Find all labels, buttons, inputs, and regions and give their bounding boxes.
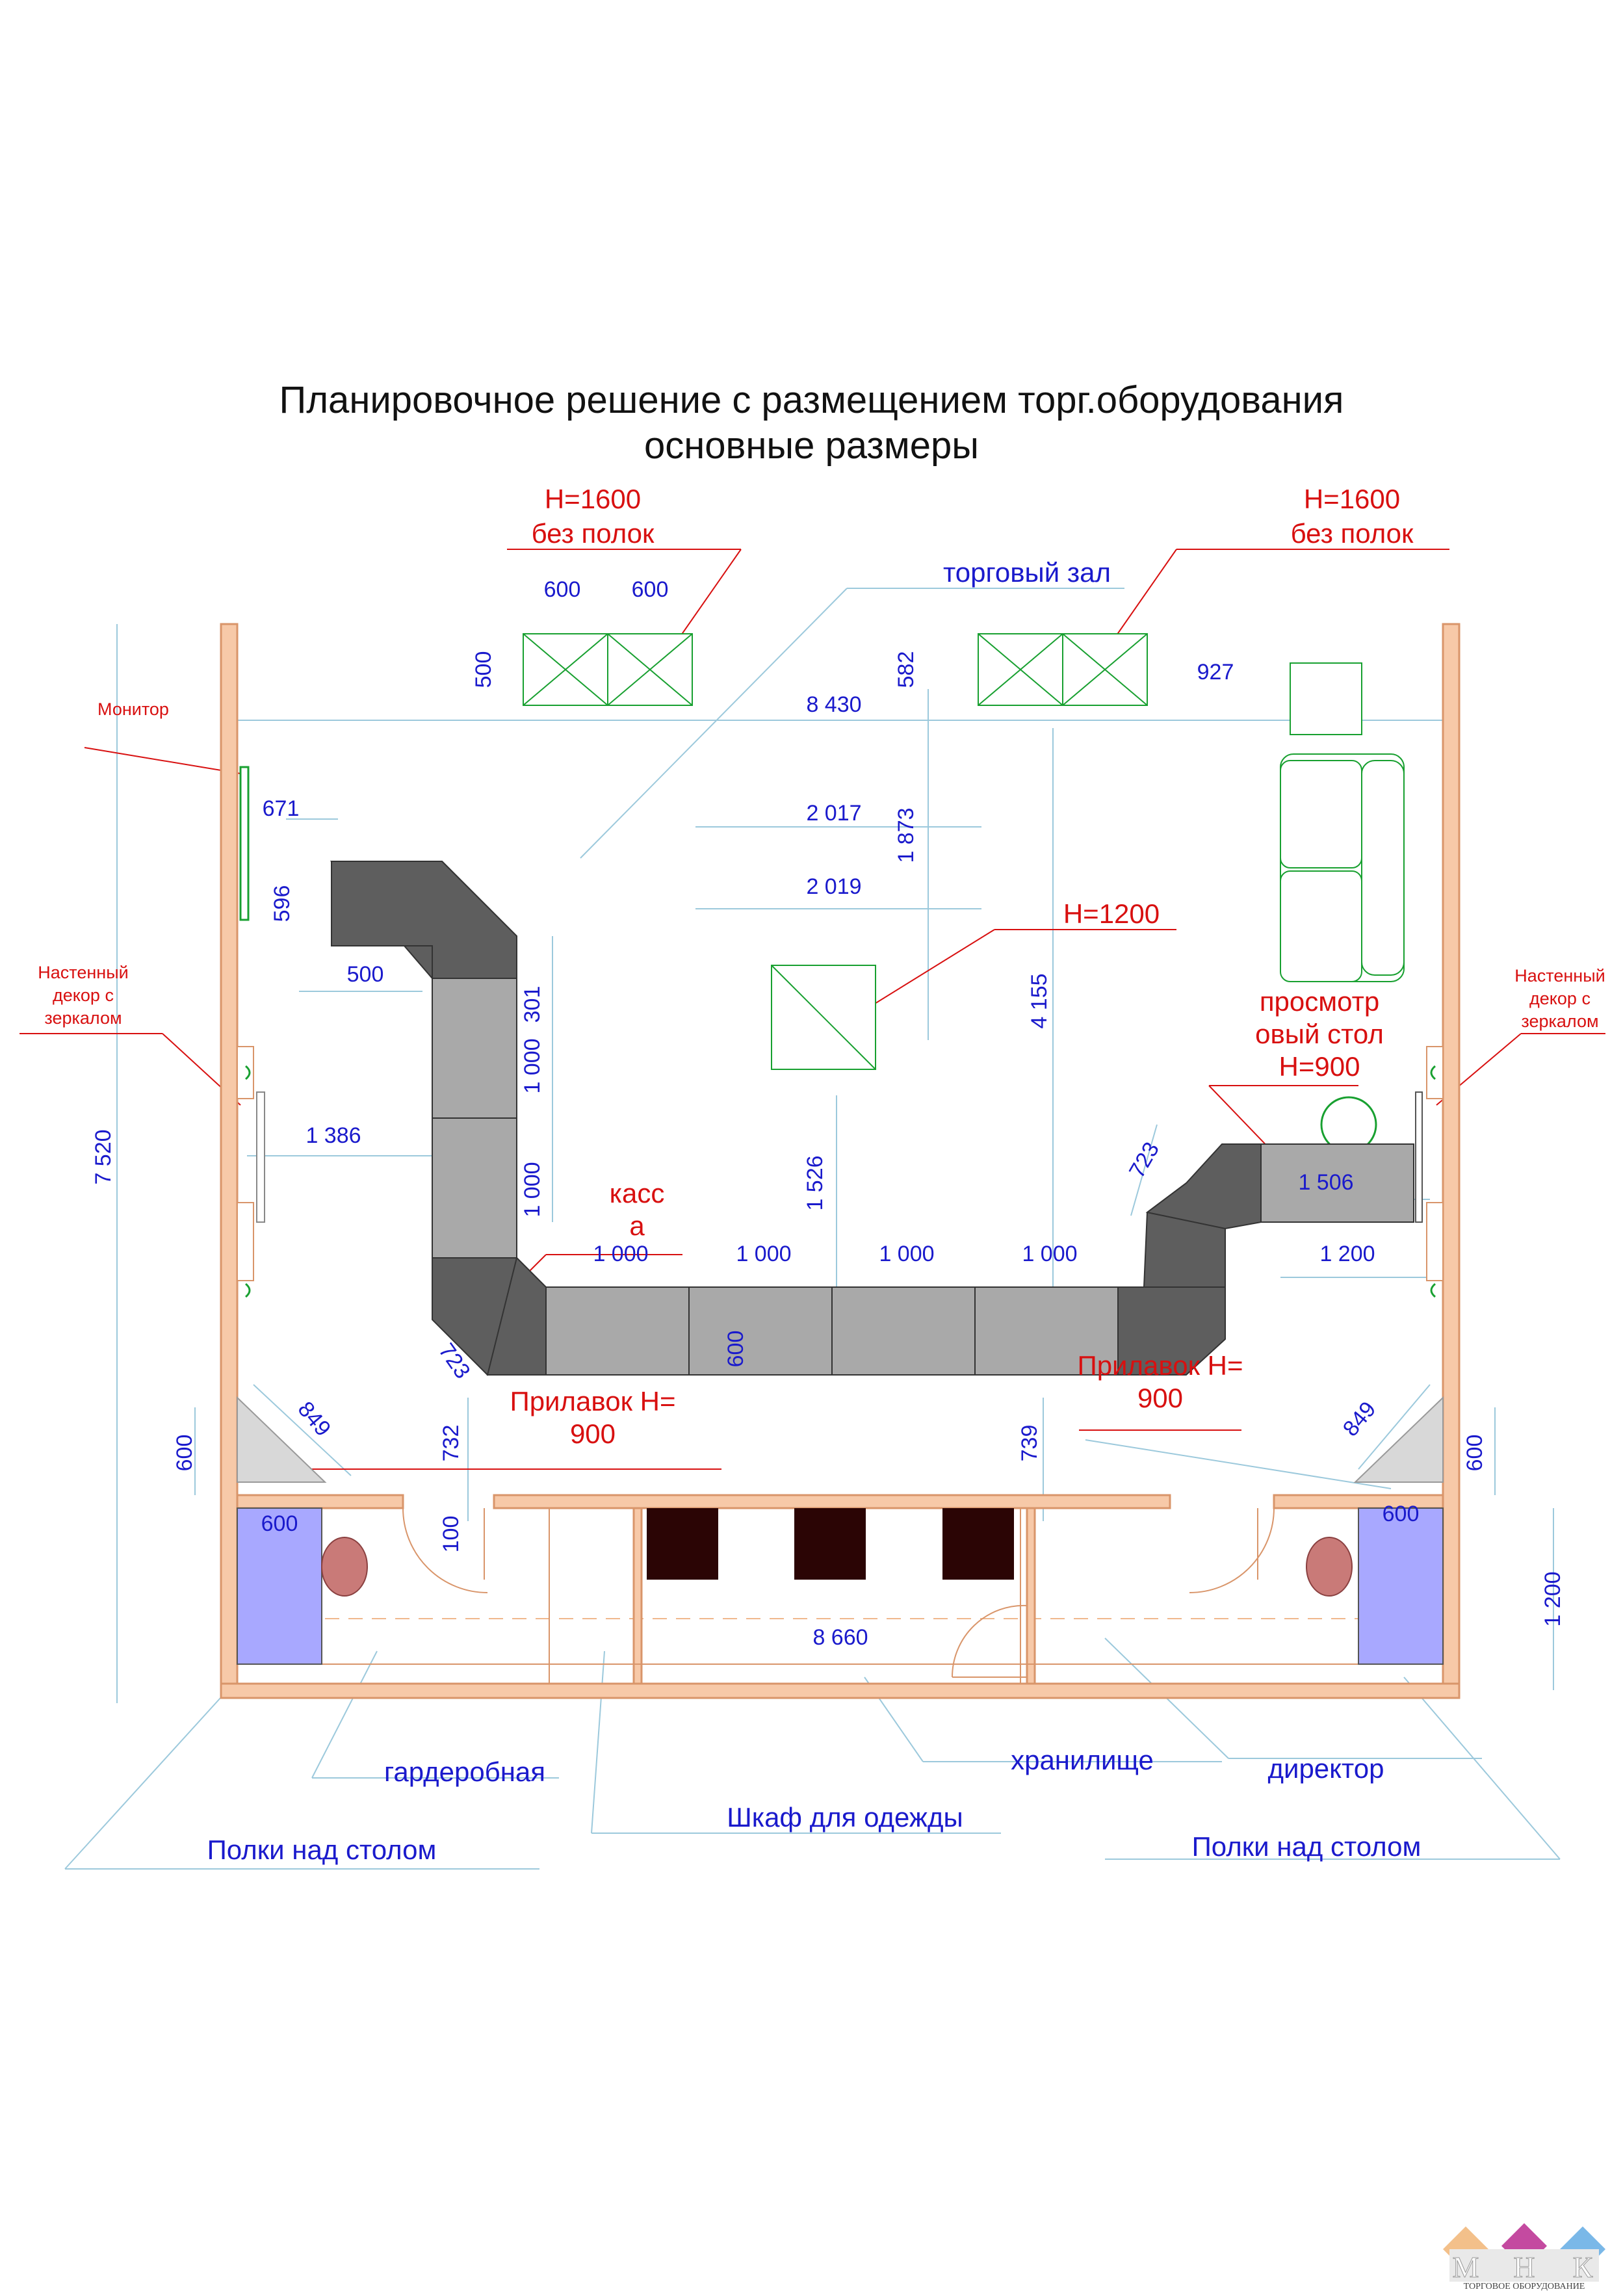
label-cash-1: касс [610,1178,665,1208]
label-director: директор [1267,1753,1384,1784]
dim-8660: 8 660 [812,1625,868,1650]
company-logo: М Н К [1443,2223,1605,2284]
logo-subtitle: ТОРГОВОЕ ОБОРУДОВАНИЕ [1463,2282,1585,2291]
label-monitor: Монитор [97,699,169,719]
label-decor-right-3: зеркалом [1521,1011,1598,1031]
corner-right [1353,1396,1444,1483]
small-red-annotations: Монитор Настенный декор с зеркалом Насте… [38,699,1605,1031]
dim-1000-h1: 1 000 [593,1242,648,1266]
label-decor-left-2: декор с [53,985,114,1005]
desk-left [237,1507,322,1665]
label-counter-left-2: 900 [570,1418,616,1449]
dim-500-b: 500 [347,962,384,987]
dim-2019: 2 019 [806,874,861,899]
label-shelves-left: Полки над столом [207,1834,437,1865]
logo-letter-2: Н [1513,2250,1535,2284]
dim-1200-v: 1 200 [1540,1571,1565,1626]
label-counter-right-1: Прилавок H= [1078,1350,1243,1381]
label-counter-left-1: Прилавок H= [510,1386,676,1416]
dim-8430: 8 430 [806,692,861,717]
interior-lines [237,1507,1443,1684]
dim-723-right: 723 [1124,1138,1164,1182]
dim-100: 100 [439,1516,463,1553]
dim-927: 927 [1197,660,1234,685]
dim-500: 500 [471,651,496,688]
rack-crosses [523,633,1148,706]
label-closet: Шкаф для одежды [727,1802,963,1833]
label-viewing-table-2: овый стол [1255,1019,1384,1049]
dim-301: 301 [520,986,545,1023]
dim-1200-h: 1 200 [1319,1242,1375,1266]
dim-1506: 1 506 [1298,1170,1353,1195]
label-cash-2: а [629,1210,645,1241]
label-decor-left-3: зеркалом [44,1008,122,1028]
dim-849-right: 849 [1338,1397,1381,1441]
desk-right [1358,1507,1444,1665]
label-wardrobe-room: гардеробная [384,1756,545,1787]
dim-600-left: 600 [172,1435,197,1472]
dim-671: 671 [263,796,300,821]
dimensions: 600 600 500 582 927 8 430 671 2 017 1 87… [91,577,1565,1650]
dim-1000-h4: 1 000 [1022,1242,1077,1266]
dim-1873: 1 873 [894,807,918,863]
dim-596: 596 [270,885,294,922]
mirror-left [256,1091,265,1223]
side-table [1290,662,1362,735]
mirror-right [1415,1091,1423,1223]
dim-4155: 4 155 [1027,973,1052,1028]
label-counter-right-2: 900 [1137,1383,1183,1413]
dim-732: 732 [439,1425,463,1462]
sofa-icon [1280,753,1405,982]
dim-582: 582 [894,651,918,688]
logo-letter-1: М [1453,2250,1479,2284]
label-no-shelves-right: без полок [1291,518,1414,549]
wall-decor [237,1046,1444,1281]
counter [330,861,1414,1376]
dim-600-c: 600 [723,1331,748,1368]
dim-600-right: 600 [1462,1435,1487,1472]
label-viewing-table-1: просмотр [1260,986,1379,1017]
label-decor-left-1: Настенный [38,963,128,982]
page-title-line1: Планировочное решение с размещением торг… [279,379,1344,421]
display-table-h1200 [771,965,876,1070]
office-chairs [321,1537,1353,1597]
label-h1600-left: H=1600 [545,484,641,514]
label-viewing-table-3: H=900 [1279,1051,1360,1082]
dim-739: 739 [1017,1425,1042,1462]
dim-849-left: 849 [293,1397,336,1441]
dim-1526: 1 526 [803,1155,827,1210]
dim-600-a: 600 [544,577,581,602]
label-trading-hall: торговый зал [943,557,1111,588]
red-annotations: H=1600 без полок H=1600 без полок H=1200… [510,484,1414,1449]
dim-1000-v1: 1 000 [520,1038,545,1093]
label-h1200: H=1200 [1063,898,1160,929]
logo-letter-3: К [1573,2250,1593,2284]
room-labels: торговый зал гардеробная хранилище дирек… [207,557,1422,1865]
label-storage: хранилище [1011,1745,1154,1775]
dim-600-b: 600 [632,577,669,602]
dim-1000-v2: 1 000 [520,1162,545,1217]
dim-1386: 1 386 [305,1123,361,1148]
decor-clips [244,1065,1436,1298]
dim-7520: 7 520 [91,1129,116,1184]
dim-600-desk-right: 600 [1383,1502,1420,1526]
dim-1000-h2: 1 000 [736,1242,791,1266]
label-shelves-right: Полки над столом [1192,1831,1422,1862]
leader-lines [64,588,1561,1870]
walls [220,623,1461,1699]
label-h1600-right: H=1600 [1304,484,1400,514]
dim-600-desk-left: 600 [261,1511,298,1536]
corner-left [237,1396,327,1483]
storage-boxes [647,1508,1014,1580]
page-title-line2: основные размеры [644,424,979,467]
label-no-shelves-left: без полок [532,518,655,549]
label-decor-right-2: декор с [1529,989,1591,1008]
dim-2017: 2 017 [806,801,861,826]
label-decor-right-1: Настенный [1514,966,1605,985]
dim-1000-h3: 1 000 [879,1242,934,1266]
monitor-icon [239,766,250,921]
